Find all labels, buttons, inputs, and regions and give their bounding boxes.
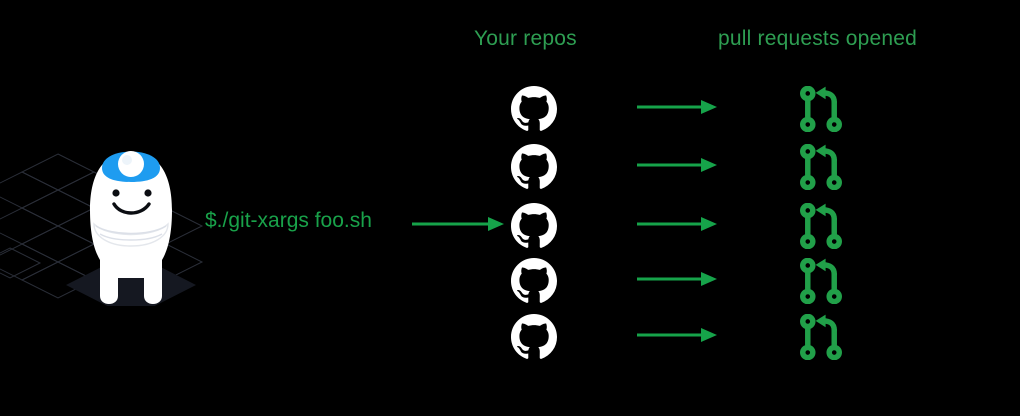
github-octocat-icon [511, 86, 557, 132]
column-header-pull-requests-opened: pull requests opened [718, 27, 917, 50]
arrow-right-icon-1 [637, 99, 717, 115]
mascot-helmet-lamp [118, 151, 144, 177]
github-octocat-icon [511, 258, 557, 304]
isometric-grid [0, 153, 204, 306]
github-octocat-icon [511, 314, 557, 360]
arrow-right-icon-3 [637, 216, 717, 232]
git-pull-request-icon [798, 85, 844, 133]
column-header-your-repos: Your repos [474, 27, 577, 50]
github-octocat-icon [511, 203, 557, 249]
command-text: $./git-xargs foo.sh [205, 209, 372, 232]
git-pull-request-icon [798, 313, 844, 361]
arrow-right-icon-main [412, 217, 504, 231]
git-pull-request-icon [798, 143, 844, 191]
mascot-platform [66, 252, 196, 306]
github-octocat-icon [511, 144, 557, 190]
git-pull-request-icon [798, 202, 844, 250]
arrow-right-icon-5 [637, 327, 717, 343]
mascot-character [90, 151, 172, 304]
arrow-right-icon-2 [637, 157, 717, 173]
arrow-right-icon-4 [637, 271, 717, 287]
mascot-block [0, 126, 220, 306]
git-pull-request-icon [798, 257, 844, 305]
